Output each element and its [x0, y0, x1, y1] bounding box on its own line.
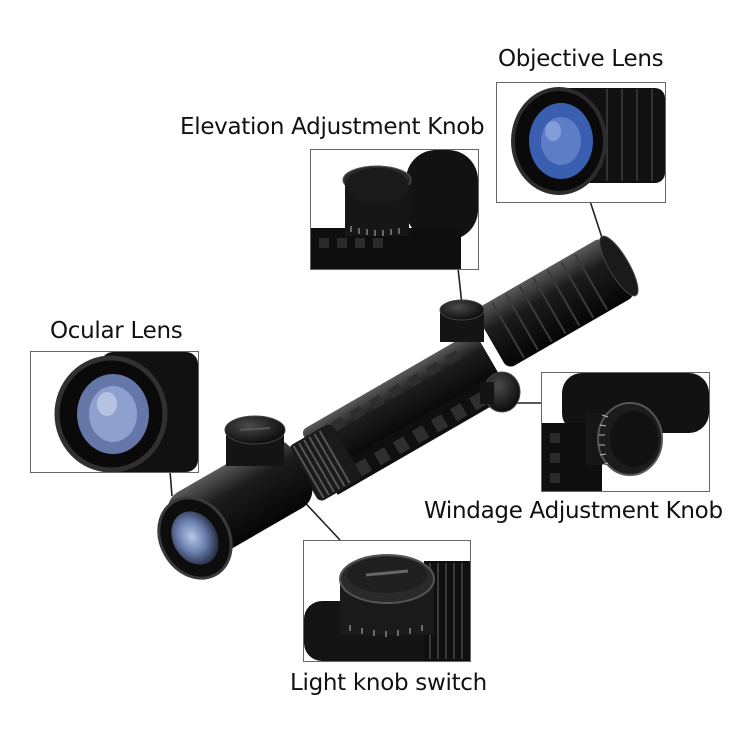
label-light-switch: Light knob switch [290, 670, 487, 696]
inset-ocular-lens [30, 351, 199, 473]
ocular-lens-main [157, 496, 233, 580]
label-windage-knob: Windage Adjustment Knob [424, 498, 723, 524]
inset-elevation-knob [310, 149, 479, 270]
label-ocular-lens: Ocular Lens [50, 318, 183, 344]
leader-line-ocular [169, 470, 173, 497]
leader-line-elevation [457, 267, 463, 306]
windage-knob-main [480, 371, 521, 413]
label-objective-lens: Objective Lens [498, 46, 664, 72]
inset-objective-lens [496, 82, 666, 203]
illumination-knob-main [224, 415, 286, 466]
objective-tube [476, 235, 639, 367]
inset-light-knob [303, 540, 471, 662]
inset-windage-knob [541, 372, 710, 492]
label-elevation-knob: Elevation Adjustment Knob [180, 114, 485, 140]
elevation-knob-main [439, 299, 485, 342]
